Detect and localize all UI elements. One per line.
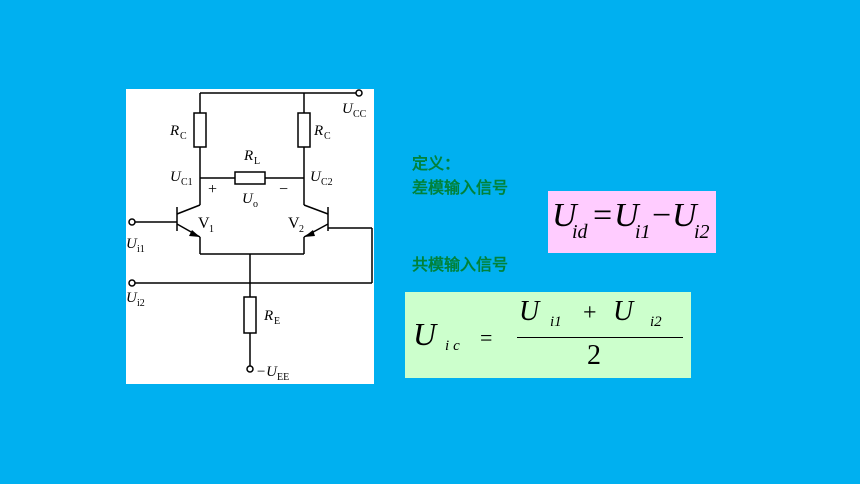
rc-right-subscript: C (324, 131, 331, 142)
uo-subscript: o (253, 199, 258, 210)
rc-left-subscript: C (180, 131, 187, 142)
ui2-subscript: i2 (137, 298, 145, 309)
uo-label: U (242, 191, 254, 207)
v2-subscript: 2 (299, 224, 304, 235)
formula-minus: − (652, 197, 672, 234)
formula-lhs-subscript: ic (445, 338, 464, 354)
differential-mode-label: 差模输入信号 (412, 178, 509, 197)
minus-sign: − (279, 181, 288, 198)
formula-term2: U (672, 197, 697, 234)
circuit-diagram: R C R C R L U C1 U C2 U CC + − U o V 1 V… (126, 89, 374, 384)
ucc-label: U (342, 101, 354, 117)
uee-subscript: EE (277, 372, 289, 383)
rl-subscript: L (254, 156, 260, 167)
v2-label: V (288, 215, 300, 232)
rc-left-label: R (169, 123, 179, 139)
formula-term2-subscript: i2 (694, 221, 710, 243)
uc2-label: U (310, 169, 322, 185)
differential-mode-formula: U id = U i1 − U i2 (548, 191, 716, 253)
ui2-label: U (126, 290, 138, 306)
ucc-subscript: CC (353, 109, 367, 120)
formula-term1: U (614, 197, 639, 234)
fraction-bar (517, 337, 683, 338)
numerator-term2-subscript: i2 (650, 314, 662, 330)
ui1-subscript: i1 (137, 244, 145, 255)
uc2-subscript: C2 (321, 177, 333, 188)
plus-sign: + (208, 181, 217, 198)
formula-equals: = (593, 197, 613, 234)
differential-amplifier-schematic: R C R C R L U C1 U C2 U CC + − U o V 1 V… (126, 89, 373, 383)
formula-lhs: U (413, 316, 437, 352)
formula-term1-subscript: i1 (635, 221, 651, 243)
v1-label: V (198, 215, 210, 232)
uc1-label: U (170, 169, 182, 185)
re-label: R (263, 308, 273, 324)
formula-lhs: U (552, 197, 577, 234)
formula-lhs-subscript: id (572, 221, 588, 243)
denominator: 2 (587, 340, 601, 371)
uee-label: −U (256, 364, 278, 380)
numerator-term2: U (613, 296, 634, 327)
numerator-term1: U (519, 296, 540, 327)
v1-subscript: 1 (209, 224, 214, 235)
numerator-term1-subscript: i1 (550, 314, 562, 330)
rc-right-label: R (313, 123, 323, 139)
common-mode-label: 共模输入信号 (412, 255, 509, 274)
re-subscript: E (274, 316, 280, 327)
rl-label: R (243, 148, 253, 164)
formula-equals: = (480, 325, 493, 350)
numerator-plus: + (583, 300, 597, 326)
definition-label: 定义： (412, 154, 461, 173)
ui1-label: U (126, 236, 138, 252)
common-mode-formula: U ic = U i1 + U i2 2 (405, 292, 691, 378)
uc1-subscript: C1 (181, 177, 193, 188)
